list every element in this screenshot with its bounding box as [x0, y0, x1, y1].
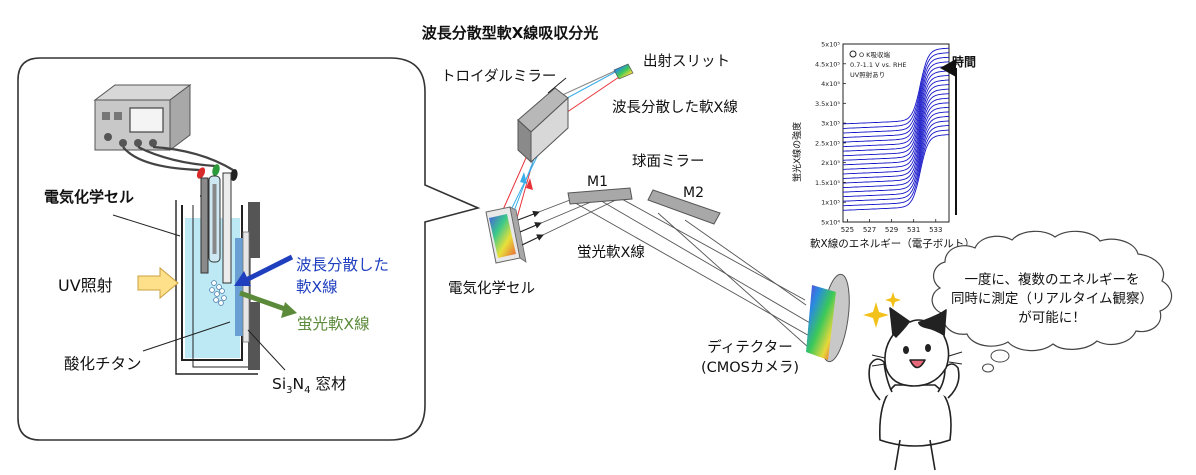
mirror-m2 — [647, 189, 721, 225]
bubbles — [209, 280, 227, 306]
spectrum-series-line — [843, 88, 950, 166]
y-tick-label: 2x10⁵ — [821, 159, 840, 167]
optics-cell — [485, 206, 527, 264]
window-material-label: Si3N4 窓材 — [272, 375, 346, 396]
detector-label-line1: ディテクター — [707, 338, 792, 356]
y-tick-label: 5x10⁵ — [821, 41, 840, 49]
legend-line-3: UV照射あり — [850, 70, 885, 79]
m1-label: M1 — [587, 174, 608, 190]
y-tick-label: 4x10⁵ — [821, 80, 840, 88]
uv-label: UV照射 — [58, 276, 113, 295]
y-tick-label: 1.5x10⁵ — [815, 179, 840, 187]
cable-clips — [196, 164, 238, 181]
spectrum-series-line — [842, 75, 950, 152]
spectrum-series-line — [842, 102, 950, 179]
spectrum-series-line — [843, 115, 950, 193]
exit-slit — [613, 63, 634, 80]
toroidal-mirror — [517, 87, 569, 164]
spectrum-series-line — [843, 70, 950, 148]
chart-frame — [842, 43, 950, 223]
y-tick-label: 4.5x10⁵ — [815, 60, 840, 68]
spectrum-series-line — [842, 47, 950, 125]
cell-label: 電気化学セル — [44, 188, 134, 206]
legend-line-1: O K吸収端 — [859, 50, 890, 59]
spectrum-series-line — [843, 97, 950, 175]
x-tick-label: 527 — [863, 226, 876, 234]
toroidal-leader — [547, 77, 567, 94]
detector — [806, 273, 850, 363]
mirror-m1 — [567, 187, 633, 205]
spectrum-series-line — [842, 111, 950, 189]
thought-bubble — [931, 230, 1173, 373]
sparkle-icon — [863, 292, 901, 328]
spectrum-series-line — [843, 106, 950, 184]
dispersed-xray-optics-label: 波長分散した軟X線 — [612, 99, 738, 116]
spectrum-series-line — [843, 61, 950, 138]
chart-series-group — [842, 47, 950, 211]
spectrum-series-line — [842, 84, 950, 161]
x-tick-label: 533 — [929, 226, 942, 234]
legend-marker — [849, 50, 857, 58]
figure-title: 波長分散型軟X線吸収分光 — [422, 24, 599, 42]
window-leader-line — [247, 329, 286, 371]
toroidal-mirror-label: トロイダルミラー — [441, 68, 556, 85]
bubble-line-3: が可能に！ — [1018, 310, 1086, 326]
chart-x-axis-label: 軟X線のエネルギー（電子ボルト） — [810, 237, 975, 250]
dispersed-xray-label-line2: 軟X線 — [296, 278, 338, 296]
fluorescent-optics-label: 蛍光軟X線 — [577, 244, 645, 261]
bubble-line-2: 同時に測定（リアルタイム観察） — [951, 290, 1153, 307]
spectrum-chart: 5x10⁴ 1x10⁵ 1.5x10⁵ 2x10⁵ 2.5x10⁵ 3x10⁵ 3.5x10… — [791, 41, 976, 251]
cat-mascot-icon — [868, 307, 963, 471]
electrodes — [200, 172, 232, 284]
y-tick-label: 1x10⁵ — [821, 199, 840, 207]
y-tick-label: 3.5x10⁵ — [815, 100, 840, 108]
spectrum-series-line — [842, 93, 950, 170]
y-tick-label: 3x10⁵ — [821, 120, 840, 128]
exit-slit-label: 出射スリット — [643, 53, 730, 70]
spectrum-series-line — [842, 56, 950, 134]
spherical-mirror-label: 球面ミラー — [632, 153, 705, 170]
spectrum-series-line — [842, 125, 950, 202]
tio2-leader-line — [142, 321, 231, 352]
titanium-oxide-label: 酸化チタン — [64, 355, 142, 373]
power-supply-icon — [93, 84, 192, 151]
spectrum-series-line — [842, 120, 950, 198]
cell-leader-line — [112, 214, 181, 237]
x-tick-label: 525 — [841, 226, 854, 234]
chart-x-ticks: 525 527 529 531 533 — [841, 219, 942, 234]
fluorescent-rays — [517, 197, 821, 357]
fluorescent-ray-arrows — [517, 210, 544, 246]
detector-label-line2: (CMOSカメラ) — [701, 360, 799, 376]
si3n4-window — [235, 231, 250, 343]
time-label: 時間 — [952, 54, 976, 69]
fluorescent-xray-arrow — [239, 290, 297, 318]
legend-line-2: 0.7-1.1 V vs. RHE — [850, 61, 906, 69]
bubble-line-1: 一度に、複数のエネルギーを — [964, 271, 1139, 288]
m2-label: M2 — [683, 185, 704, 201]
optics-cell-label: 電気化学セル — [448, 280, 535, 297]
x-tick-label: 531 — [907, 226, 920, 234]
chart-y-ticks: 5x10⁴ 1x10⁵ 1.5x10⁵ 2x10⁵ 2.5x10⁵ 3x10⁵ 3.5x10… — [815, 41, 846, 227]
dispersed-xray-arrow — [234, 254, 294, 286]
spectrum-series-line — [843, 79, 950, 157]
spectrum-series-line — [842, 134, 950, 211]
y-tick-label: 2.5x10⁵ — [815, 139, 840, 147]
spectrum-series-line — [843, 52, 950, 129]
uv-arrow — [137, 266, 179, 300]
y-tick-label: 5x10⁴ — [821, 219, 840, 227]
electrode-cables — [122, 145, 234, 172]
chart-y-axis-label: 蛍光X線の強度 — [791, 122, 803, 182]
x-tick-label: 529 — [885, 226, 898, 234]
spectrum-series-line — [842, 65, 950, 143]
spectrum-series-line — [842, 129, 950, 207]
fluorescent-xray-label: 蛍光軟X線 — [297, 315, 370, 333]
ray-direction-arrows — [520, 172, 533, 190]
dispersed-xray-label-line1: 波長分散した — [296, 256, 389, 274]
